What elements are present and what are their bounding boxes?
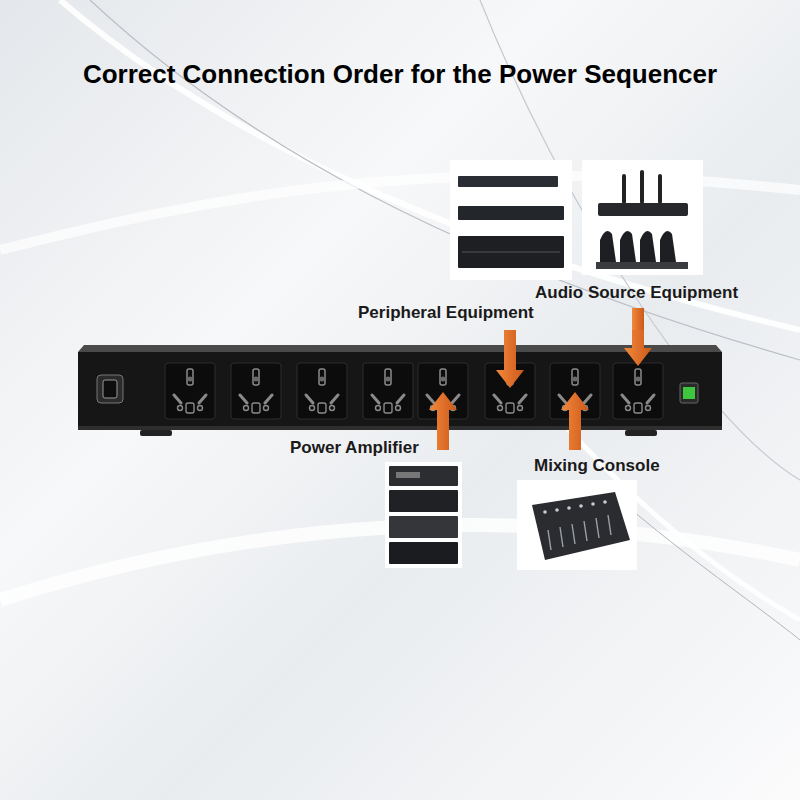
swooshes bbox=[0, 0, 800, 640]
orange-arrow bbox=[561, 392, 589, 450]
rack-detail bbox=[462, 252, 560, 253]
rack-device bbox=[458, 176, 558, 187]
amplifier-picture bbox=[385, 462, 462, 568]
picture-panel bbox=[517, 480, 637, 570]
bottom-edge bbox=[78, 426, 722, 430]
orange-arrow bbox=[496, 330, 524, 388]
socket bbox=[613, 363, 663, 419]
mixer-knobs bbox=[543, 500, 607, 514]
front-panel bbox=[78, 352, 722, 430]
socket bbox=[297, 363, 347, 419]
amplifier bbox=[389, 466, 458, 486]
picture-panel bbox=[582, 160, 703, 275]
foot bbox=[625, 430, 657, 436]
amplifier bbox=[389, 516, 458, 538]
orange-arrow-extension bbox=[632, 308, 644, 330]
power-switch bbox=[97, 375, 123, 403]
amplifier bbox=[389, 542, 458, 564]
amp-detail bbox=[396, 472, 420, 478]
socket bbox=[363, 363, 413, 419]
microphones bbox=[624, 172, 660, 202]
power-sequencer bbox=[78, 345, 722, 436]
picture-panel bbox=[385, 462, 462, 568]
mixer-body bbox=[532, 492, 630, 560]
orange-arrow bbox=[429, 392, 457, 450]
conference-mics bbox=[596, 231, 688, 269]
equipment-label: Peripheral Equipment bbox=[358, 303, 534, 323]
mixer-picture bbox=[517, 480, 637, 570]
picture-panel bbox=[450, 160, 572, 280]
rack-device bbox=[458, 236, 564, 268]
diagram-title: Correct Connection Order for the Power S… bbox=[83, 60, 717, 90]
equipment-label: Audio Source Equipment bbox=[535, 283, 738, 303]
socket bbox=[165, 363, 215, 419]
amplifier bbox=[389, 490, 458, 512]
peripheral-picture bbox=[450, 160, 572, 280]
orange-arrow bbox=[624, 308, 652, 366]
equipment-label: Mixing Console bbox=[534, 456, 660, 476]
equipment-label: Power Amplifier bbox=[290, 438, 419, 458]
switch-rocker bbox=[103, 380, 117, 398]
terminal bbox=[680, 383, 698, 403]
receiver bbox=[598, 203, 688, 216]
foot bbox=[140, 430, 172, 436]
rack-device bbox=[458, 206, 564, 220]
terminal-block bbox=[683, 387, 695, 399]
audio-source-picture bbox=[582, 160, 703, 275]
socket bbox=[231, 363, 281, 419]
mixer-faders bbox=[548, 515, 611, 550]
